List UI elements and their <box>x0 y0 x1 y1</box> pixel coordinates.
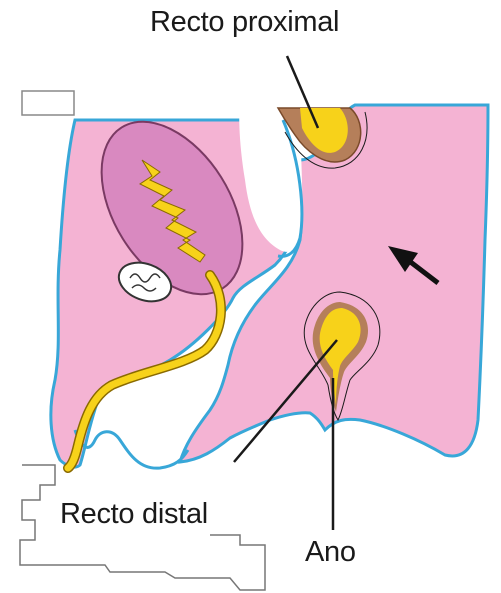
label-distal-rectum: Recto distal <box>60 498 208 531</box>
lower-left-lobe <box>75 430 188 468</box>
label-anus: Ano <box>305 536 356 569</box>
label-proximal-rectum: Recto proximal <box>150 6 339 39</box>
blank-label-box <box>22 91 74 115</box>
